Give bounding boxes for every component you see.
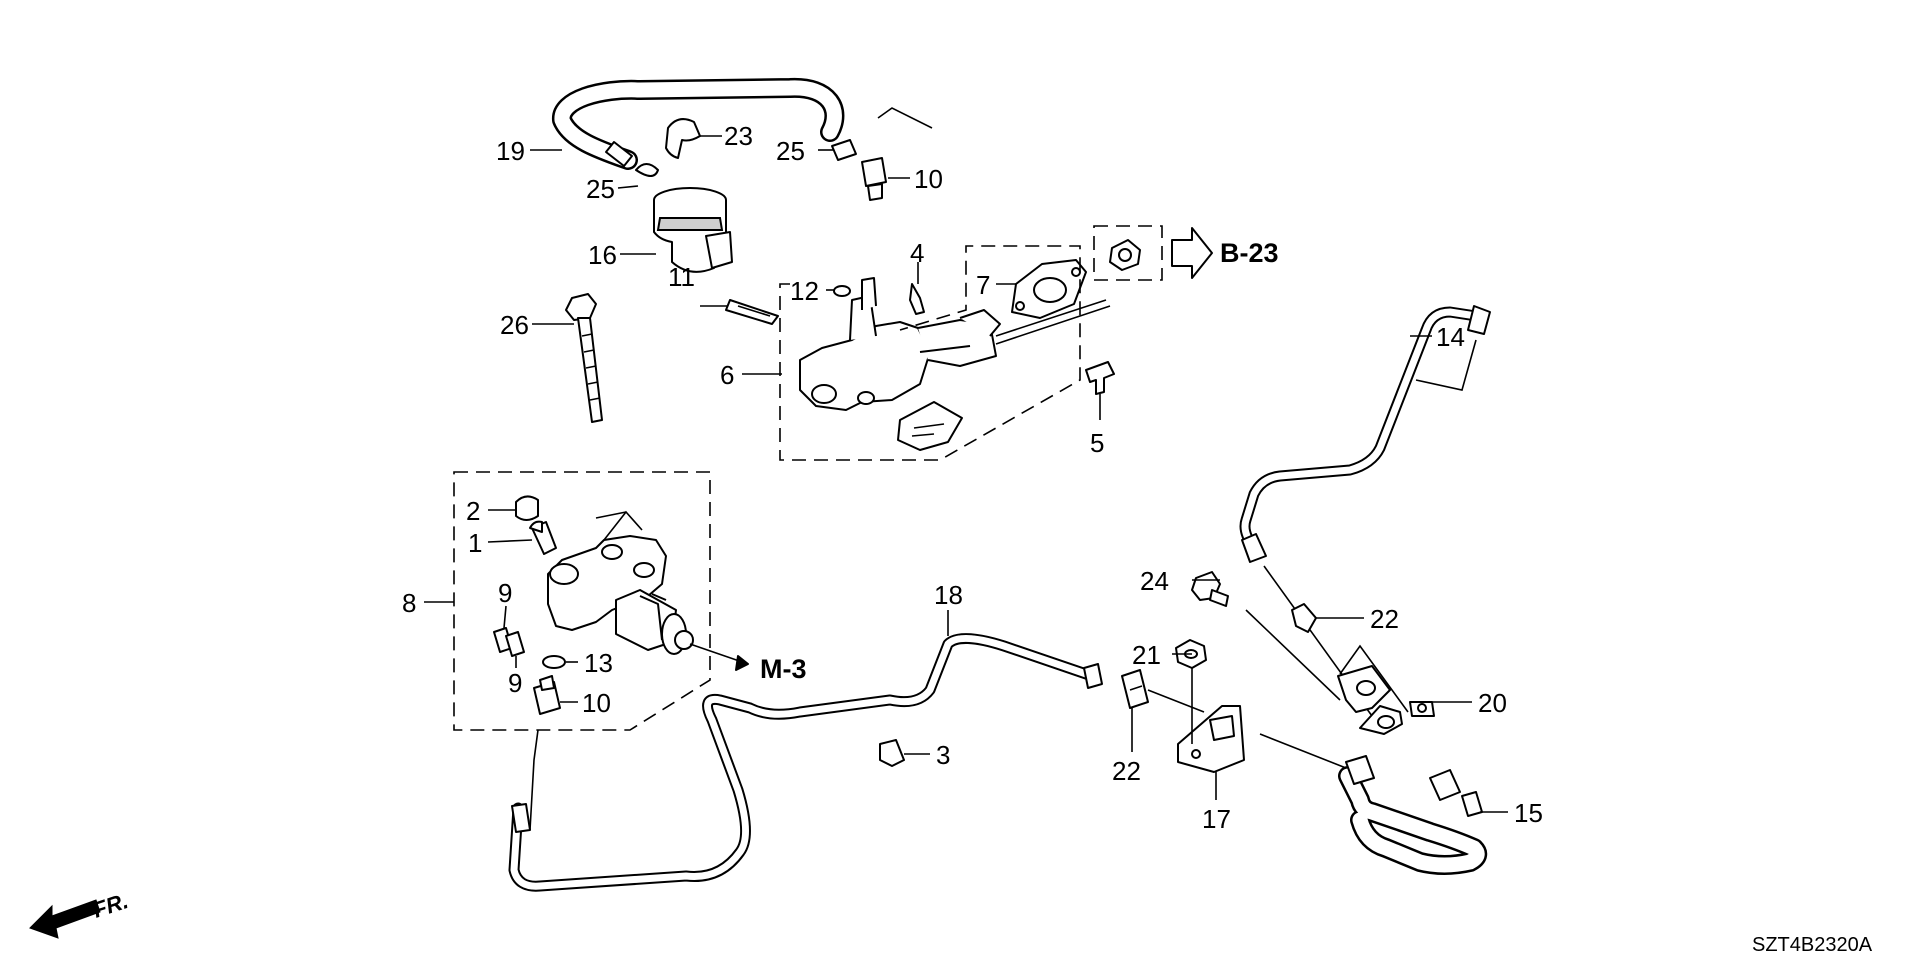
callout-24: 24 [1140,566,1169,596]
slave-cylinder-group-box [453,471,711,731]
m3-arrow-head [735,655,749,671]
callout-13: 13 [584,648,613,678]
bracket-20-bolt-line [1245,609,1341,701]
callout-22-upper: 22 [1370,604,1399,634]
callout-2: 2 [466,496,480,526]
fitting-10-lower [533,675,561,715]
pushrod [995,299,1111,345]
bleeder-1 [529,520,557,555]
nut-b23 [1109,239,1141,271]
callout-15: 15 [1514,798,1543,828]
b23-ref-box [1093,225,1163,281]
clip-3 [879,739,905,767]
bolt-24 [1191,571,1229,607]
clip-4 [909,283,925,315]
slave-cylinder-body [547,510,694,655]
callout-25-left: 25 [586,174,615,204]
callout-leaders [424,135,1508,813]
pedal-bracket-part [897,401,963,451]
callout-11: 11 [668,262,695,292]
bracket-20-bracket-line [1339,644,1409,713]
reservoir-bracket-line [877,107,933,129]
bracket-17-hose-line [1259,733,1347,769]
callout-8: 8 [402,588,416,618]
bracket-17 [1177,705,1245,773]
callout-5: 5 [1090,428,1104,458]
master-cylinder-6 [799,277,1001,411]
callout-25-center: 25 [776,136,805,166]
callout-6: 6 [720,360,734,390]
hose-clamp-25-center [831,139,857,161]
callout-22-lower: 22 [1112,756,1141,786]
front-direction-label: FR. [90,888,131,923]
clutch-hose-15 [1338,755,1488,875]
reservoir-hose-19 [552,77,845,170]
callout-10-lower: 10 [582,688,611,718]
callout-17: 17 [1202,804,1231,834]
callout-9-bottom: 9 [508,668,522,698]
callout-1: 1 [468,528,482,558]
oring-12 [833,285,851,297]
callout-3: 3 [936,740,950,770]
clip-22-lower [1121,669,1149,709]
clutch-line-18 [508,633,1103,892]
callout-23: 23 [724,121,753,151]
master-cylinder-group-box [779,245,1081,461]
clip-22-upper [1291,603,1317,633]
cap-2 [515,495,539,521]
callout-14: 14 [1436,322,1465,352]
callout-21: 21 [1132,640,1161,670]
callout-4: 4 [910,238,924,268]
clip-11 [725,299,779,325]
ref-m3: M-3 [760,654,807,684]
drawing-code: SZT4B2320A [1752,934,1873,956]
reservoir-16 [653,187,733,273]
callout-26: 26 [500,310,529,340]
ref-b23: B-23 [1220,238,1279,268]
bracket-20 [1337,665,1435,735]
clutch-line-14 [1239,305,1491,717]
fitting-10-upper [861,157,887,201]
front-direction-arrow-icon [29,899,101,939]
oring-13 [542,655,566,669]
gasket-7 [1011,259,1087,319]
hose-clamp-25-upper-left [635,163,659,177]
clamp-23 [665,118,701,159]
callout-19: 19 [496,136,525,166]
callout-16: 16 [588,240,617,270]
callout-9-top: 9 [498,578,512,608]
bolt-26 [565,293,603,423]
callout-7: 7 [976,270,990,300]
callout-18: 18 [934,580,963,610]
nut-21 [1175,639,1207,669]
callout-12: 12 [790,276,819,306]
callout-20: 20 [1478,688,1507,718]
callout-10-upper: 10 [914,164,943,194]
b23-arrow-icon [1171,227,1213,279]
clip-22-lower-line [1147,689,1205,713]
pin-5 [1085,361,1115,395]
pins-9 [493,627,525,657]
